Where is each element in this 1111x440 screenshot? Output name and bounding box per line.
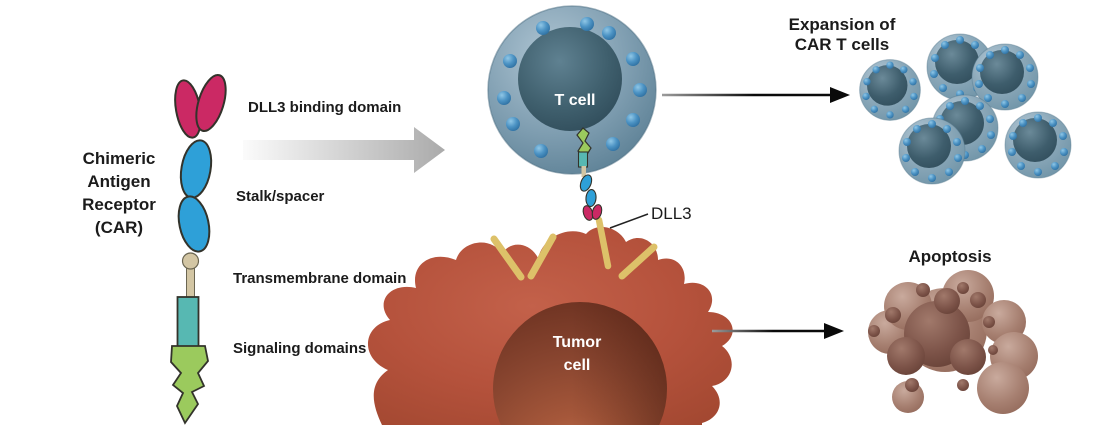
car-title-line4: (CAR): [94, 218, 144, 237]
t-cell-label: T cell: [554, 92, 596, 109]
car-signaling-tail: [170, 345, 209, 425]
t-cell-studs: [497, 17, 647, 158]
car-structure-graphic: [170, 74, 227, 425]
tumor-cell-label-line1: Tumor: [552, 334, 602, 351]
dll3-label: DLL3: [651, 204, 692, 223]
t-cell-nucleus: [518, 27, 622, 131]
dll3-ligand-sticks: [490, 233, 658, 281]
label-signaling-domains: Signaling domains: [233, 340, 367, 357]
expansion-title-line1: Expansion of: [788, 15, 896, 34]
tumor-cell-label: Tumor cell: [537, 331, 617, 377]
expansion-arrow: [662, 87, 850, 103]
car-title-line3: Receptor: [82, 195, 156, 214]
receptor-binding-right: [591, 204, 603, 220]
receptor-stalk-lower: [585, 188, 597, 208]
receptor-transmembrane: [581, 166, 586, 177]
car-title: Chimeric Antigen Receptor (CAR): [58, 147, 180, 239]
label-transmembrane-domain: Transmembrane domain: [233, 270, 407, 287]
label-dll3-binding-domain: DLL3 binding domain: [248, 99, 402, 116]
car-stalk-upper: [179, 139, 213, 199]
tumor-cell-graphic: [367, 227, 733, 425]
car-binding-domain-right: [195, 74, 227, 132]
apoptosis-title: Apoptosis: [908, 247, 992, 266]
tumor-cell-label-line2: cell: [563, 357, 591, 374]
label-stalk-spacer: Stalk/spacer: [236, 188, 325, 205]
car-transmembrane-ball: [181, 252, 200, 270]
car-title-line1: Chimeric: [82, 149, 156, 168]
car-signaling-box: [176, 296, 200, 348]
receptor-signaling-box: [577, 151, 589, 168]
expansion-title-line2: CAR T cells: [794, 35, 890, 54]
apoptosis-arrow: [712, 323, 844, 339]
bound-dll3-stick: [595, 216, 612, 270]
expansion-cells-graphic: [859, 33, 1072, 185]
process-arrow: [243, 127, 445, 173]
apoptosis-cells-graphic: [868, 270, 1038, 414]
car-receptor-graphic: [576, 127, 649, 270]
car-title-line2: Antigen: [87, 172, 151, 191]
receptor-stalk-upper: [579, 174, 593, 192]
t-cell-graphic: [487, 5, 657, 175]
expansion-title: Expansion of CAR T cells: [771, 15, 913, 55]
car-stalk-lower: [177, 195, 211, 253]
dll3-pointer-line: [609, 213, 649, 229]
